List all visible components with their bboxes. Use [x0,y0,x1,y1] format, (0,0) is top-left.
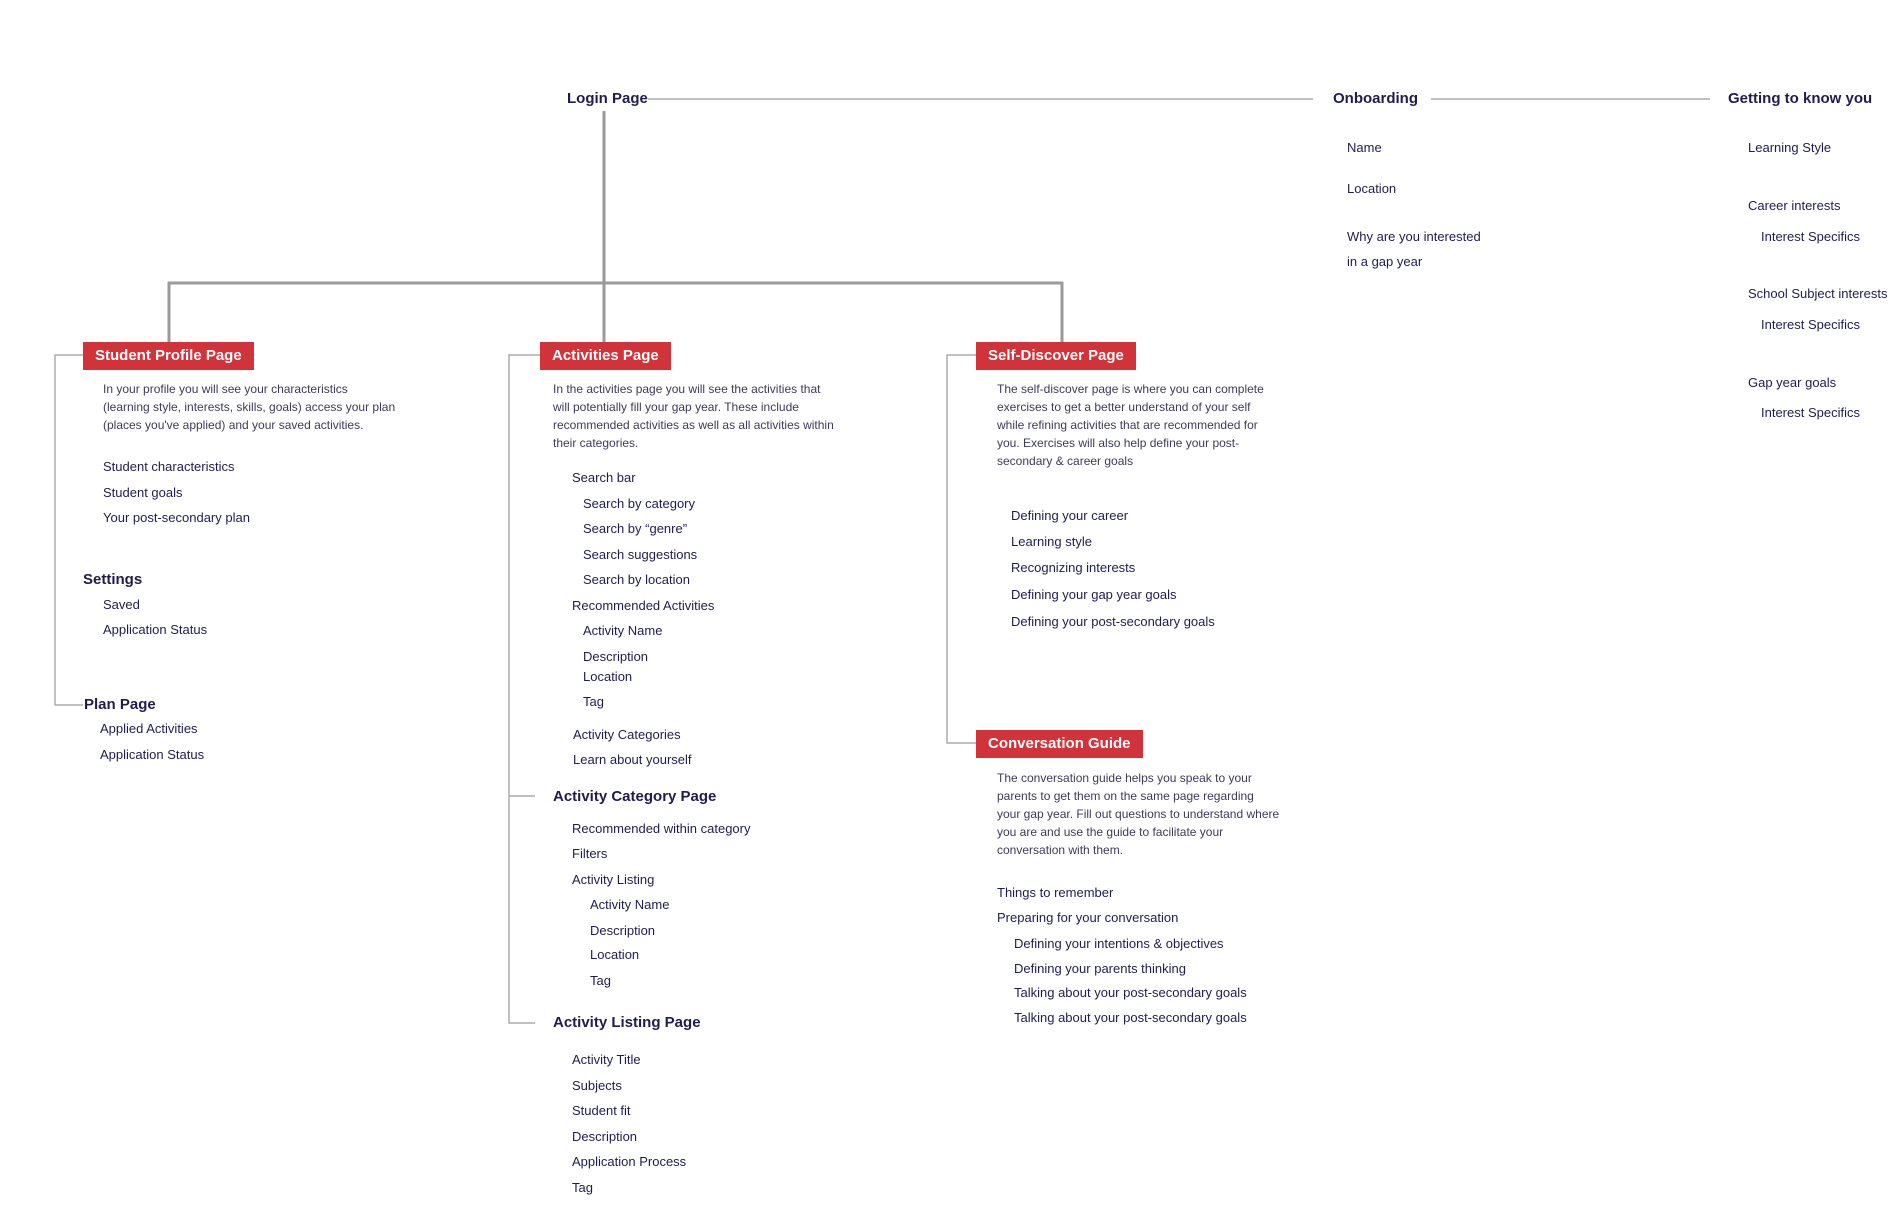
getting-to-know-subitem: Interest Specifics [1761,405,1860,420]
self-discover-item: Recognizing interests [1011,560,1136,575]
activities-subitem: Search by “genre” [583,521,688,536]
student-profile-page-label: Student Profile Page [83,342,254,370]
conversation-guide-description: The conversation guide helps you speak t… [997,769,1279,859]
activity-category-item: Filters [572,846,608,861]
activities-page-label: Activities Page [540,342,671,370]
getting-to-know-item: School Subject interests [1748,286,1888,301]
activities-subitem: Description [583,649,649,664]
activities-description: In the activities page you will see the … [553,380,834,452]
activities-subitem: Location [583,669,633,684]
activity-category-subitem: Activity Name [590,897,670,912]
description-line: you. Exercises will also help define you… [997,436,1240,450]
conversation-guide-label: Conversation Guide [976,730,1143,758]
activities-item: Search bar [572,470,636,485]
getting-to-know-you-label: Getting to know you [1728,90,1873,107]
settings-item: Application Status [103,622,208,637]
description-line: while refining activities that are recom… [997,418,1258,432]
description-line: In the activities page you will see the … [553,382,821,396]
activity-listing-page-label: Activity Listing Page [553,1014,701,1031]
description-line: The conversation guide helps you speak t… [997,771,1252,785]
settings-item: Saved [103,597,140,612]
description-line: (learning style, interests, skills, goal… [103,400,396,414]
activity-listing-item: Subjects [572,1078,622,1093]
conversation-subitem: Defining your parents thinking [1014,961,1186,976]
activity-category-item: Recommended within category [572,821,751,836]
onboarding-label: Onboarding [1333,90,1418,107]
self-discover-item: Defining your gap year goals [1011,587,1177,602]
activities-subitem: Search suggestions [583,547,698,562]
activities-subitem: Activity Name [583,623,663,638]
description-line: conversation with them. [997,843,1124,857]
self-discover-page-label: Self-Discover Page [976,342,1136,370]
conversation-subitem: Defining your intentions & objectives [1014,936,1224,951]
self-discover-item: Learning style [1011,534,1092,549]
plan-page-label: Plan Page [84,696,156,713]
getting-to-know-item: Learning Style [1748,140,1832,155]
student-profile-item: Student goals [103,485,183,500]
description-line: will potentially fill your gap year. The… [553,400,799,414]
activity-listing-item: Activity Title [572,1052,641,1067]
activities-subitem: Tag [583,694,604,709]
student-profile-item: Student characteristics [103,459,235,474]
activity-category-subitem: Tag [590,973,611,988]
activity-listing-item: Student fit [572,1103,631,1118]
activities-item: Recommended Activities [572,598,715,613]
activity-listing-item: Tag [572,1180,593,1195]
description-line: The self-discover page is where you can … [997,382,1264,396]
activity-category-subitem: Description [590,923,656,938]
description-line: secondary & career goals [997,454,1134,468]
description-line: their categories. [553,436,639,450]
activity-listing-item: Description [572,1129,638,1144]
settings-label: Settings [83,571,143,588]
getting-to-know-item: Career interests [1748,198,1841,213]
self-discover-item: Defining your career [1011,508,1129,523]
plan-item: Application Status [100,747,205,762]
student-profile-item: Your post-secondary plan [103,510,250,525]
getting-to-know-subitem: Interest Specifics [1761,229,1860,244]
plan-item: Applied Activities [100,721,198,736]
activity-category-item: Activity Listing [572,872,655,887]
description-line: parents to get them on the same page reg… [997,789,1254,803]
self-discover-description: The self-discover page is where you can … [997,380,1264,470]
description-line: (places you've applied) and your saved a… [103,418,364,432]
activity-category-subitem: Location [590,947,640,962]
description-line: you are and use the guide to facilitate … [997,825,1224,839]
activities-subitem: Search by location [583,572,690,587]
activities-item: Learn about yourself [573,752,692,767]
conversation-item: Things to remember [997,885,1114,900]
conversation-subitem: Talking about your post-secondary goals [1014,1010,1247,1025]
login-page-label: Login Page [567,90,648,107]
conversation-subitem: Talking about your post-secondary goals [1014,985,1247,1000]
getting-to-know-subitem: Interest Specifics [1761,317,1860,332]
activity-category-page-label: Activity Category Page [553,788,717,805]
connector-activities-listing [508,354,540,1024]
onboarding-item: in a gap year [1347,254,1423,269]
description-line: exercises to get a better understand of … [997,400,1251,414]
student-profile-description: In your profile you will see your charac… [103,380,395,434]
onboarding-item: Location [1347,181,1397,196]
activities-item: Activity Categories [573,727,681,742]
description-line: recommended activities as well as all ac… [553,418,834,432]
conversation-item: Preparing for your conversation [997,910,1179,925]
getting-to-know-item: Gap year goals [1748,375,1837,390]
connector-self-discover-conversation [946,354,976,744]
description-line: your gap year. Fill out questions to und… [997,807,1280,821]
self-discover-item: Defining your post-secondary goals [1011,614,1215,629]
connector-profile-plan [54,354,83,706]
onboarding-item: Name [1347,140,1382,155]
onboarding-item: Why are you interested [1347,229,1481,244]
activity-listing-item: Application Process [572,1154,687,1169]
activities-subitem: Search by category [583,496,696,511]
description-line: In your profile you will see your charac… [103,382,348,396]
